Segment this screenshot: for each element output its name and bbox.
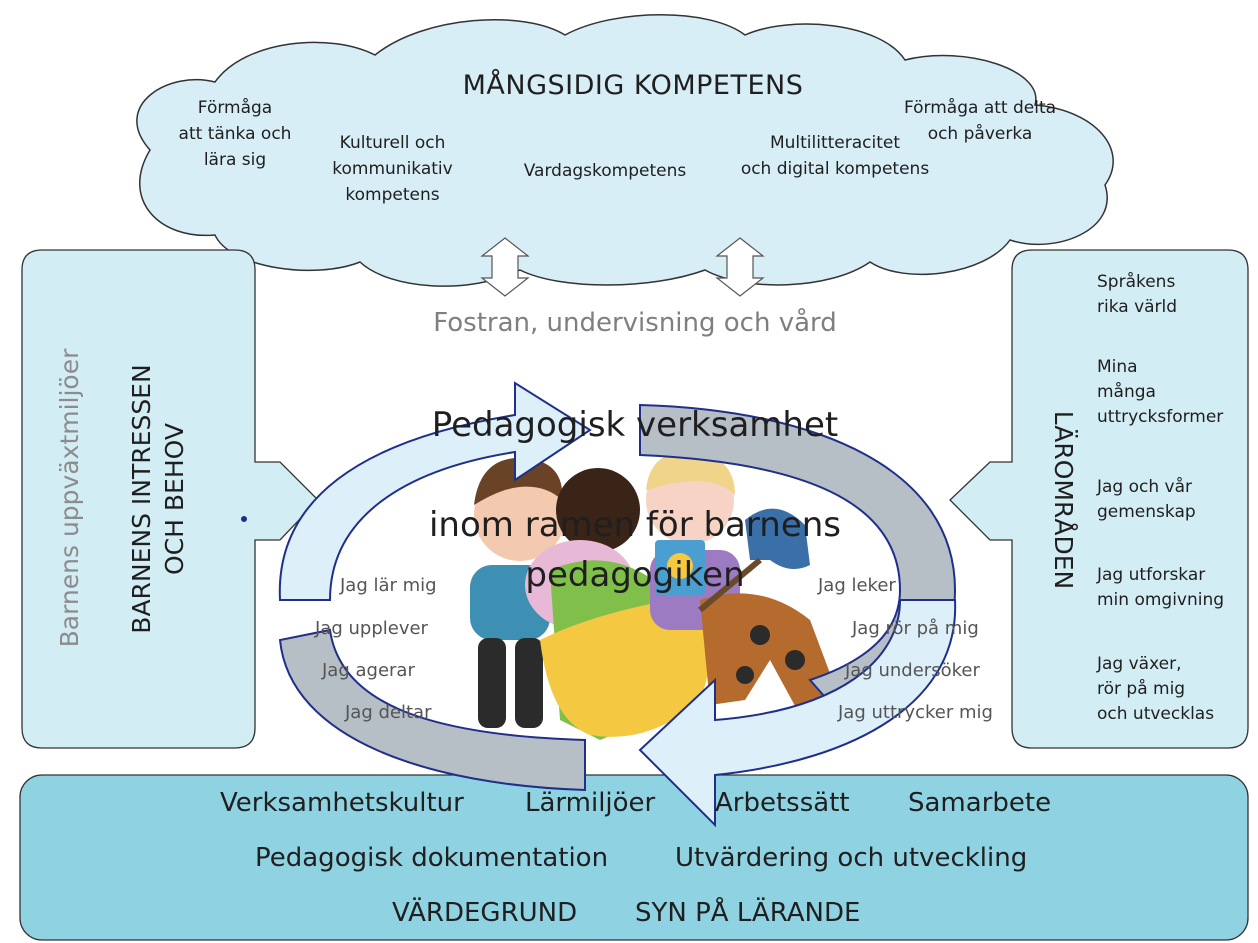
right-item-grow: Jag växer, rör på mig och utvecklas xyxy=(1097,654,1215,724)
cloud-item-culture: Kulturell och kommunikativ kompetens xyxy=(332,133,453,205)
connector-arrow-left xyxy=(480,237,530,297)
activity-participate: Jag deltar xyxy=(345,702,432,723)
bottom-learning-environments: Lärmiljöer xyxy=(525,788,656,818)
bottom-working-methods: Arbetssätt xyxy=(715,788,850,818)
bottom-evaluation: Utvärdering och utveckling xyxy=(675,843,1028,873)
cloud-item-learn: Förmåga att tänka och lära sig xyxy=(178,98,292,170)
cycle-arrows xyxy=(278,381,957,828)
left-panel-outer-label: Barnens uppväxtmiljöer xyxy=(55,348,84,648)
bottom-cooperation: Samarbete xyxy=(908,788,1052,818)
center-title: Pedagogisk verksamhet inom ramen för bar… xyxy=(330,350,940,650)
cloud-item-everyday: Vardagskompetens xyxy=(523,161,687,181)
activity-experience: Jag upplever xyxy=(315,618,428,639)
bottom-documentation: Pedagogisk dokumentation xyxy=(255,843,609,873)
left-panel-shape xyxy=(21,249,319,749)
activity-play: Jag leker xyxy=(818,575,896,596)
cycle-arrow-bottom xyxy=(638,599,957,828)
left-panel-inner-label: BARNENS INTRESSEN OCH BEHOV xyxy=(127,364,189,634)
competence-cloud xyxy=(136,14,1114,287)
cloud-connector-arrows xyxy=(480,237,765,297)
bottom-value-base: VÄRDEGRUND xyxy=(392,898,578,928)
cloud-item-participate: Förmåga att delta och påverka xyxy=(903,98,1057,144)
activity-act: Jag agerar xyxy=(322,660,415,681)
center-title-line2: inom ramen för barnens pedagogiken xyxy=(428,505,842,595)
cloud-title: MÅNGSIDIG KOMPETENS xyxy=(462,70,804,101)
cycle-arrow-top xyxy=(278,381,592,601)
connector-arrow-right xyxy=(715,237,765,297)
children-illustration xyxy=(470,451,840,740)
cycle-arrow-left xyxy=(278,628,586,792)
center-title-line1: Pedagogisk verksamhet xyxy=(431,405,839,445)
cloud-item-multiliteracy: Multilitteracitet och digital kompetens xyxy=(740,133,930,179)
right-item-community: Jag och vår gemenskap xyxy=(1097,477,1196,522)
right-item-expression: Mina många uttrycksformer xyxy=(1097,357,1224,427)
right-panel-shape xyxy=(949,249,1249,749)
bottom-panel-shape xyxy=(19,774,1249,941)
right-panel-label: LÄROMRÅDEN xyxy=(1049,410,1078,590)
right-item-language: Språkens rika värld xyxy=(1097,272,1178,317)
center-subtitle: Fostran, undervisning och vård xyxy=(433,308,837,338)
activity-express: Jag uttrycker mig xyxy=(838,702,993,723)
activity-learn: Jag lär mig xyxy=(340,575,437,596)
activity-investigate: Jag undersöker xyxy=(845,660,980,681)
bottom-operations-culture: Verksamhetskultur xyxy=(220,788,464,818)
bottom-view-on-learning: SYN PÅ LÄRANDE xyxy=(635,898,861,928)
right-item-explore: Jag utforskar min omgivning xyxy=(1097,565,1225,610)
blue-dot xyxy=(241,516,247,522)
activity-move: Jag rör på mig xyxy=(852,618,979,639)
